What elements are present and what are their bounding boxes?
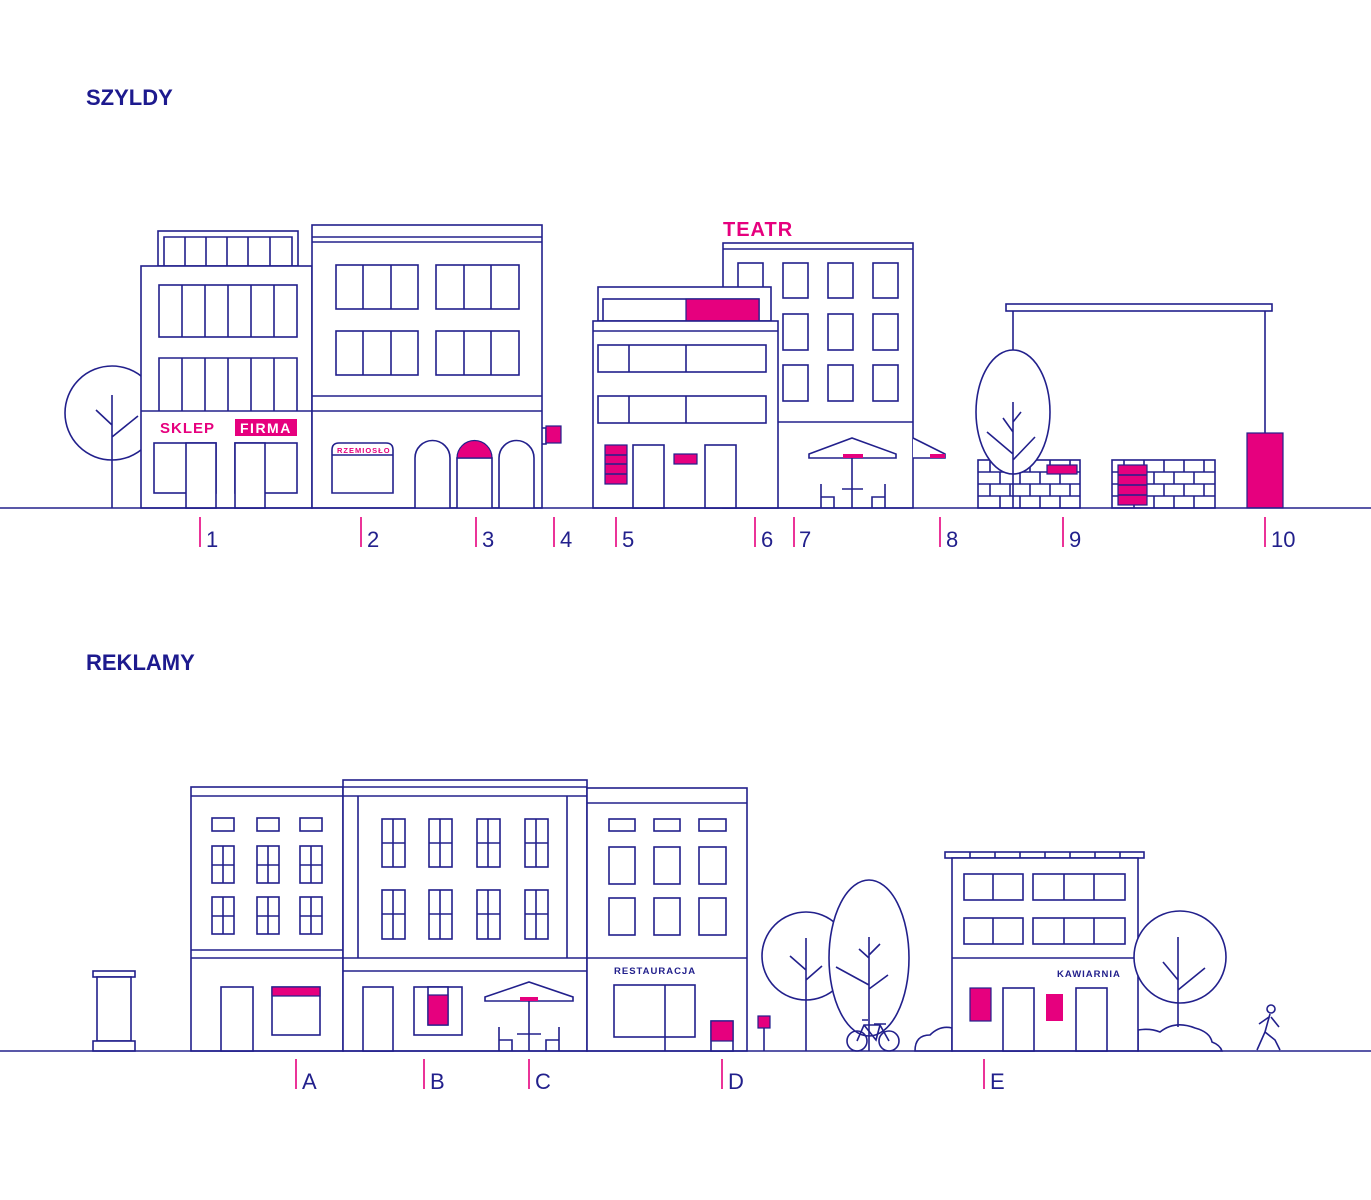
- sign-craft: RZEMIOSŁO: [337, 446, 391, 455]
- marker-6: 6: [754, 517, 773, 552]
- svg-text:4: 4: [560, 527, 572, 552]
- marker-3: 3: [475, 517, 494, 552]
- marker-2: 2: [360, 517, 379, 552]
- billboard-and-wall: [975, 303, 1284, 509]
- svg-text:D: D: [728, 1069, 744, 1094]
- svg-text:10: 10: [1271, 527, 1295, 552]
- svg-text:C: C: [535, 1069, 551, 1094]
- marker-10: 10: [1264, 517, 1295, 552]
- umbrella-icon: [808, 437, 897, 508]
- marker-a: A: [295, 1059, 317, 1094]
- svg-text:8: 8: [946, 527, 958, 552]
- building-b: [342, 779, 588, 1052]
- marker-9: 9: [1062, 517, 1081, 552]
- sign-company: FIRMA: [240, 420, 292, 436]
- advertising-column-icon: [92, 970, 136, 1052]
- ads-scene: RESTAURACJA KAWIARNIA: [0, 779, 1371, 1052]
- marker-d: D: [721, 1059, 744, 1094]
- building-a: [190, 786, 344, 1052]
- marker-e: E: [983, 1059, 1005, 1094]
- sign-theatre: TEATR: [723, 219, 793, 241]
- section-title-ads: REKLAMY: [86, 650, 195, 675]
- ad-markers: A B C D E: [295, 1059, 1005, 1094]
- building-7: TEATR: [722, 219, 946, 509]
- sign-shop: SKLEP: [160, 420, 215, 437]
- marker-7: 7: [793, 517, 811, 552]
- svg-text:B: B: [430, 1069, 445, 1094]
- sign-cafe: KAWIARNIA: [1057, 969, 1121, 980]
- marker-8: 8: [939, 517, 958, 552]
- svg-text:9: 9: [1069, 527, 1081, 552]
- building-1: SKLEP FIRMA: [140, 230, 313, 509]
- bush-icon: [1137, 1024, 1224, 1052]
- svg-text:E: E: [990, 1069, 1005, 1094]
- svg-text:7: 7: [799, 527, 811, 552]
- building-e: KAWIARNIA: [944, 851, 1145, 1052]
- tree-icon: [761, 911, 851, 1051]
- marker-b: B: [423, 1059, 445, 1094]
- svg-text:A: A: [302, 1069, 317, 1094]
- building-5: [592, 286, 779, 509]
- marker-4: 4: [553, 517, 572, 552]
- svg-text:6: 6: [761, 527, 773, 552]
- marker-c: C: [528, 1059, 551, 1094]
- section-title-signs: SZYLDY: [86, 85, 173, 110]
- building-2: RZEMIOSŁO: [311, 224, 562, 509]
- marker-1: 1: [199, 517, 218, 552]
- tree-icon: [828, 879, 910, 1051]
- sign-restaurant: RESTAURACJA: [614, 966, 696, 977]
- signs-scene: SKLEP FIRMA RZEMIOSŁO: [0, 219, 1371, 509]
- marker-5: 5: [615, 517, 634, 552]
- svg-text:5: 5: [622, 527, 634, 552]
- pedestrian-icon: [1256, 1004, 1281, 1051]
- svg-text:2: 2: [367, 527, 379, 552]
- bush-icon: [914, 1026, 953, 1052]
- sign-markers: 1 2 3 4 5 6 7 8 9 10: [199, 517, 1295, 552]
- brick-wall: [977, 459, 1216, 509]
- umbrella-icon: [484, 981, 574, 1051]
- tree-icon: [1133, 910, 1227, 1027]
- building-d: RESTAURACJA: [586, 787, 771, 1052]
- tree-icon: [975, 349, 1051, 508]
- svg-text:3: 3: [482, 527, 494, 552]
- svg-text:1: 1: [206, 527, 218, 552]
